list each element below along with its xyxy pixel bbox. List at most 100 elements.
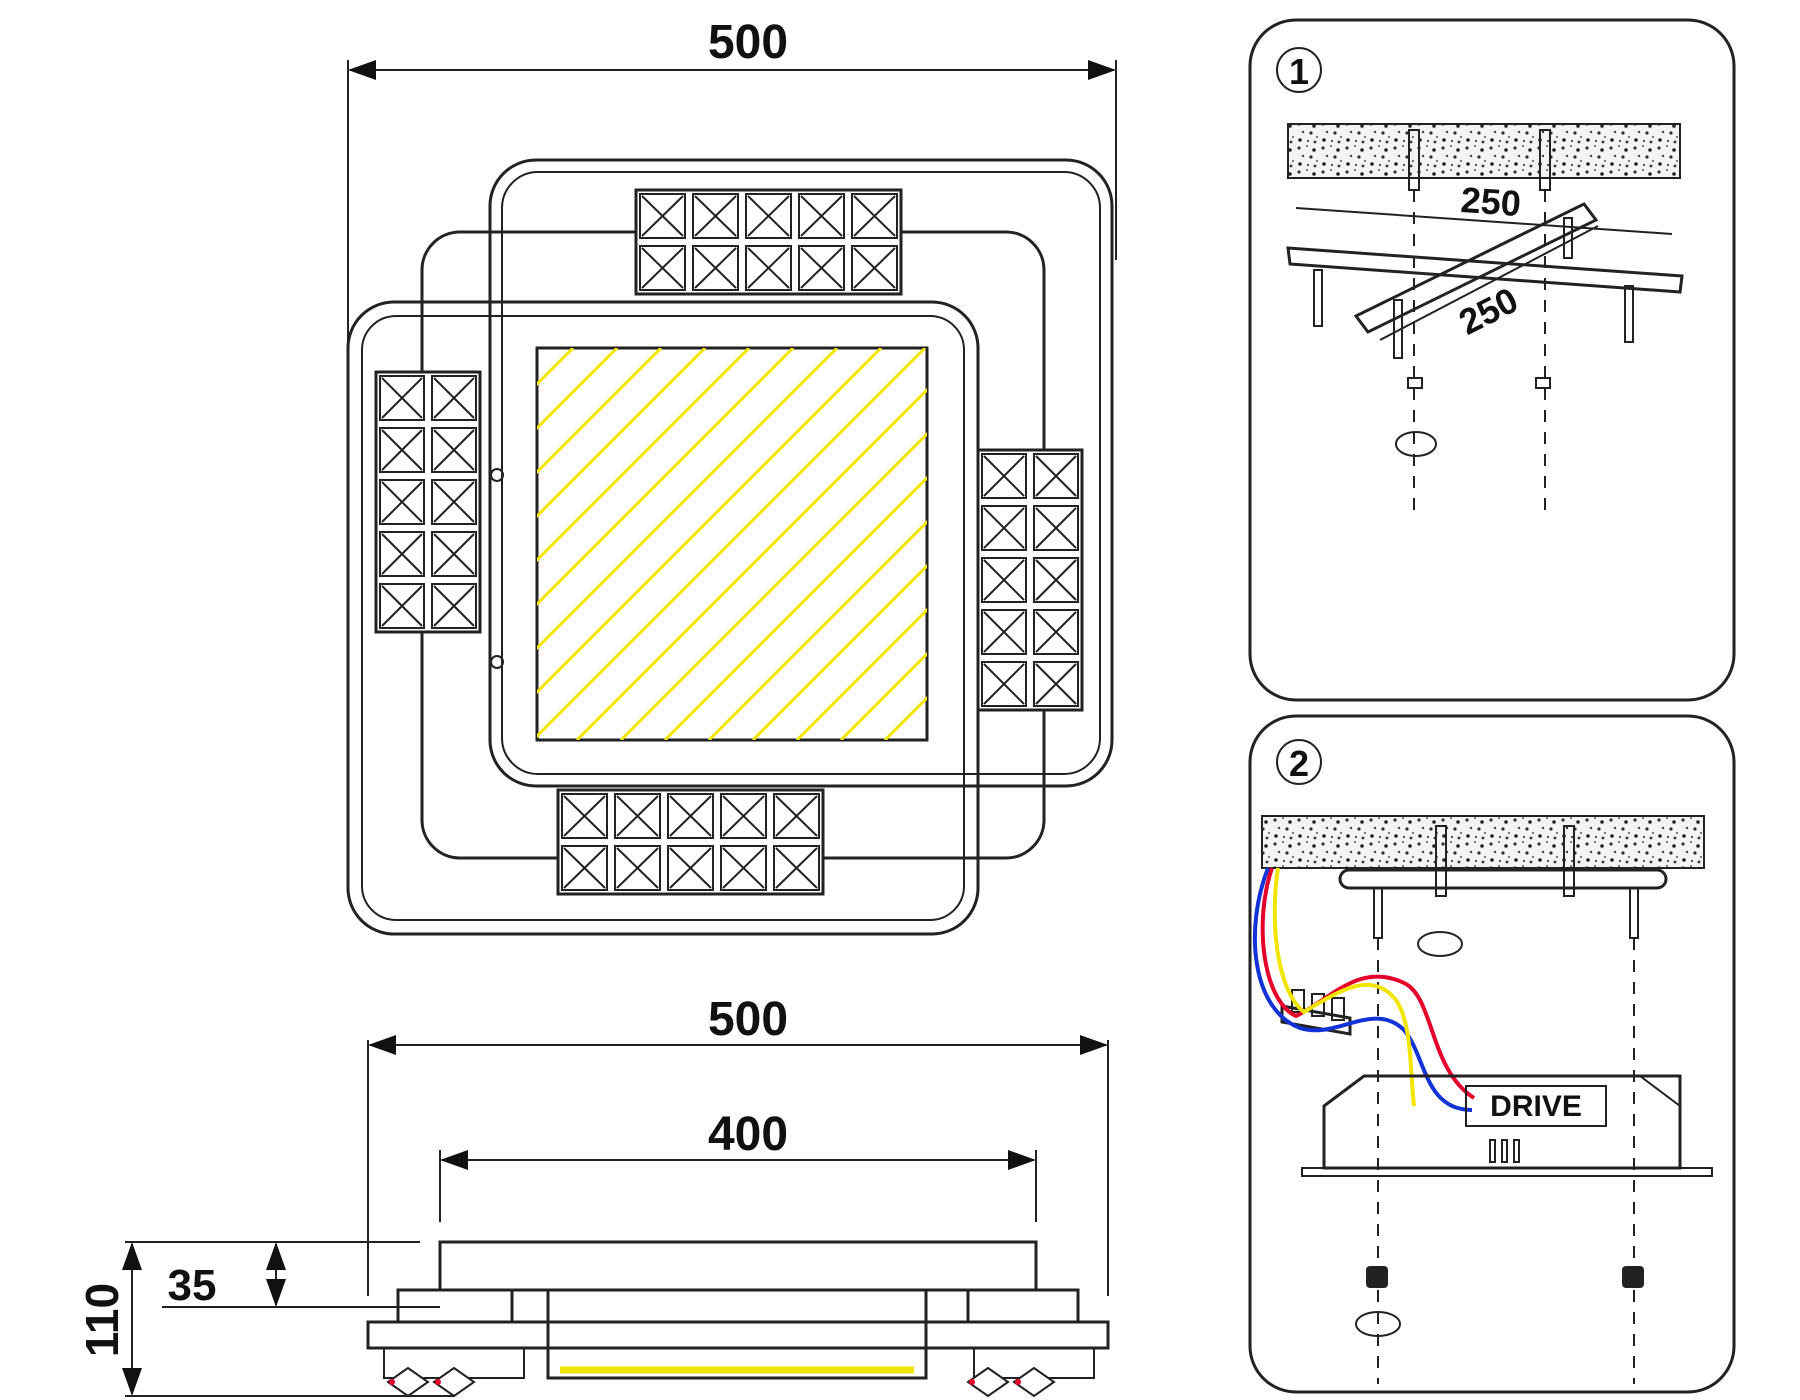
crystal-facet — [1035, 507, 1077, 549]
crystal-facet — [800, 195, 843, 237]
bracket-bar-b — [1353, 202, 1599, 334]
dim-line-spacing-a — [1295, 207, 1673, 235]
side-view: 500 400 110 35 — [76, 993, 1110, 1398]
step1-frame — [1248, 18, 1736, 702]
driver-box — [1322, 1074, 1682, 1170]
crystal-cell — [379, 375, 425, 421]
step2-badge — [1276, 739, 1322, 785]
crystal-cell — [1033, 557, 1079, 603]
wire-yellow — [1272, 867, 1416, 1107]
driver-base — [1301, 1167, 1713, 1177]
crystal-cell — [692, 245, 739, 291]
crystal-facet — [641, 247, 684, 289]
hatch-line — [619, 431, 927, 740]
crystal-facet — [694, 195, 737, 237]
hatch-line — [795, 607, 927, 740]
anchor-bolt — [1435, 825, 1447, 897]
crystal-facet — [775, 795, 818, 837]
top-view: 500 — [346, 16, 1117, 936]
crystal-facet — [775, 847, 818, 889]
crystal-cell — [773, 793, 820, 839]
crystal-cell — [798, 193, 845, 239]
crystal-facet — [1035, 455, 1077, 497]
crystal-facet — [563, 847, 606, 889]
hatch-line — [537, 348, 751, 563]
crystal-cell — [981, 609, 1027, 655]
threaded-rod — [1563, 217, 1573, 259]
crystal-facet — [616, 795, 659, 837]
crystal-facet — [694, 247, 737, 289]
lower-frame-inner — [361, 315, 965, 921]
inner-width-label: 400 — [708, 1108, 788, 1161]
driver-vent — [1489, 1139, 1496, 1163]
crystal-facet — [983, 663, 1025, 705]
side-crystal — [1012, 1366, 1056, 1398]
top-width-label: 500 — [708, 16, 788, 69]
hatch-line — [751, 563, 927, 740]
upper-frame-outer — [488, 158, 1114, 788]
crystal-facet — [747, 247, 790, 289]
crystal-cell — [981, 453, 1027, 499]
light-hatching — [537, 348, 927, 740]
crystal-cell — [798, 245, 845, 291]
cap-nut — [1366, 1266, 1388, 1288]
dim-line-spacing-b — [1379, 225, 1599, 341]
crystal-facet — [747, 195, 790, 237]
crystal-cell — [692, 193, 739, 239]
crystal-highlight — [1015, 1379, 1021, 1385]
crystal-cell — [614, 845, 661, 891]
crystal-cell — [561, 793, 608, 839]
crystal-cell — [667, 793, 714, 839]
crystal-cell — [431, 427, 477, 473]
hatch-line — [575, 387, 927, 740]
crystal-facet — [381, 533, 423, 575]
driver-label: DRIVE — [1490, 1090, 1582, 1123]
crystal-cell — [1033, 661, 1079, 707]
crystal-cell — [720, 793, 767, 839]
cap-nut — [1622, 1266, 1644, 1288]
crystal-cell — [1033, 453, 1079, 499]
crystal-facet — [381, 481, 423, 523]
crystal-cell — [431, 583, 477, 629]
crystal-facet — [1035, 663, 1077, 705]
hatch-line — [537, 348, 927, 739]
crystal-cell — [561, 845, 608, 891]
hatch-line — [707, 519, 927, 740]
panel-height-label: 35 — [168, 1261, 217, 1310]
crystal-facet — [983, 455, 1025, 497]
crystal-facet — [853, 247, 896, 289]
crystal-cell — [431, 531, 477, 577]
rotate-arrow-icon — [1417, 931, 1463, 957]
hatch-line — [839, 651, 927, 740]
driver-label-box — [1465, 1085, 1607, 1127]
spacing-a-label: 250 — [1459, 179, 1522, 224]
crystal-highlight — [435, 1379, 441, 1385]
crystal-block — [556, 788, 825, 896]
right-spacer — [966, 1288, 1080, 1324]
step1-number: 1 — [1289, 51, 1309, 92]
side-crystals — [386, 1366, 1056, 1398]
nut — [1407, 377, 1423, 389]
step1-badge — [1276, 47, 1322, 93]
crystal-cell — [639, 245, 686, 291]
crystal-facet — [983, 611, 1025, 653]
crystal-facet — [563, 795, 606, 837]
upper-frame-profile — [438, 1240, 1038, 1292]
crystal-cell — [614, 793, 661, 839]
crystal-blocks — [374, 188, 1084, 896]
side-width-label: 500 — [708, 993, 788, 1046]
bracket-bar-a — [1286, 246, 1684, 294]
crystal-facet — [1035, 611, 1077, 653]
step1-panel: 1 250 250 — [1248, 18, 1736, 702]
nut — [1535, 377, 1551, 389]
hatch-line — [537, 348, 707, 519]
crystal-facet — [381, 377, 423, 419]
crystal-facet — [381, 585, 423, 627]
crystal-facet — [433, 377, 475, 419]
step2-frame — [1248, 714, 1736, 1394]
crystal-cell — [379, 583, 425, 629]
crystal-facet — [983, 559, 1025, 601]
hatch-line — [537, 348, 883, 695]
crystal-cell — [1033, 505, 1079, 551]
crystal-cell — [1033, 609, 1079, 655]
